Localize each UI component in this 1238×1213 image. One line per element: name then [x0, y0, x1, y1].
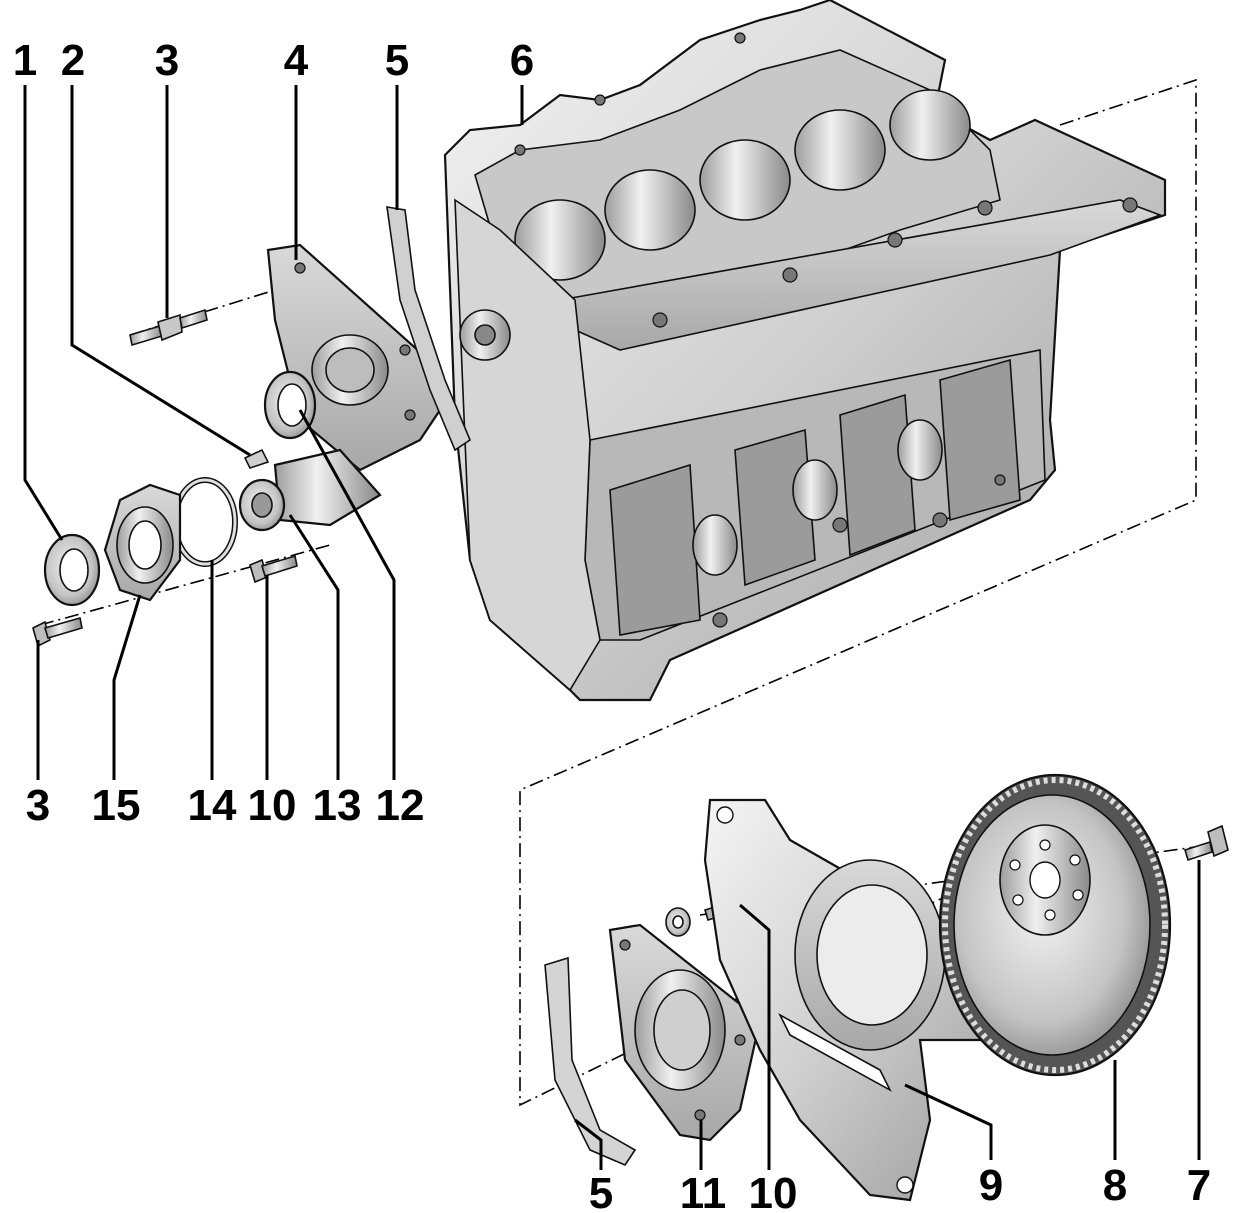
callout-6: 6	[510, 36, 534, 85]
callout-1: 1	[13, 36, 37, 85]
rear-seal-housing	[608, 923, 762, 1142]
callout-2: 2	[61, 36, 85, 85]
stud-bolt-top	[129, 308, 208, 347]
washer-nut	[665, 907, 691, 937]
callout-7: 7	[1187, 1161, 1211, 1210]
callout-9: 9	[979, 1161, 1003, 1210]
callout-14: 14	[188, 781, 237, 830]
leader-lines	[23, 85, 1201, 1170]
callout-5-bottom: 5	[589, 1169, 613, 1213]
shaft-seal	[43, 533, 101, 607]
o-ring	[172, 477, 238, 567]
front-oil-seal	[263, 370, 317, 440]
bolt-flange	[249, 554, 298, 584]
callout-10-left: 10	[248, 781, 297, 830]
callout-3-bottom: 3	[26, 781, 50, 830]
callout-10-bottom: 10	[749, 1169, 798, 1213]
cylinder-block	[443, 0, 1167, 702]
bolt-left-bottom	[32, 616, 83, 648]
callout-8: 8	[1103, 1161, 1127, 1210]
flywheel	[938, 773, 1172, 1077]
rear-gasket	[544, 956, 637, 1166]
callout-11: 11	[680, 1169, 727, 1213]
flywheel-bolt	[1184, 824, 1229, 862]
callout-5-top: 5	[385, 36, 409, 85]
front-gasket	[386, 206, 471, 452]
flange-cover	[103, 483, 182, 602]
callout-3-top: 3	[155, 36, 179, 85]
callout-labels: 1 2 3 4 5 6 3 15 14 10 13 12 5 11 10 9 8…	[13, 36, 1211, 1213]
callout-13: 13	[313, 781, 362, 830]
woodruff-key	[243, 448, 270, 469]
callout-15: 15	[92, 781, 141, 830]
rear-adapter-plate	[703, 798, 1002, 1202]
callout-12: 12	[376, 781, 425, 830]
callout-4: 4	[284, 36, 309, 85]
